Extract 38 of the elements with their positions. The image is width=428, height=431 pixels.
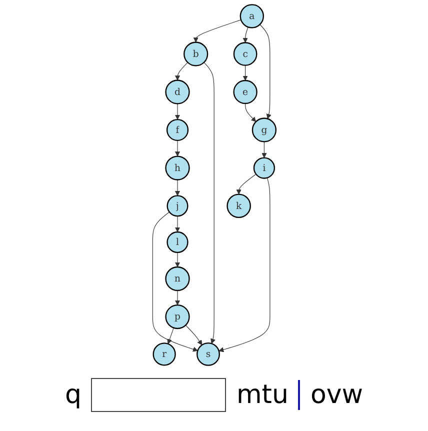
- node-circle: j: [166, 195, 188, 217]
- node-circle: k: [226, 194, 251, 218]
- arrow: [166, 328, 174, 344]
- node-circle: l: [166, 231, 188, 254]
- link-text: ovw: [310, 380, 364, 410]
- arrow: [244, 103, 256, 122]
- node-circle: r: [152, 342, 176, 366]
- node-circle: p: [164, 304, 190, 330]
- arrow: [242, 65, 248, 81]
- node-circle: b: [183, 42, 208, 66]
- node-circle: n: [164, 266, 190, 292]
- node-circle: h: [164, 156, 190, 180]
- node-circle: s: [196, 342, 220, 366]
- node-circle: f: [166, 118, 188, 142]
- arrow: [174, 252, 180, 268]
- arrow: [259, 24, 272, 119]
- arrow: [152, 212, 198, 352]
- arrow: [203, 62, 216, 344]
- arrow: [185, 324, 202, 346]
- arrow: [174, 290, 180, 306]
- node-circle: g: [252, 118, 276, 142]
- arrow: [174, 140, 180, 156]
- arrow: [174, 62, 188, 80]
- arrow: [261, 141, 266, 158]
- link-text: mtu: [236, 380, 288, 410]
- node-circle: e: [232, 80, 258, 104]
- node-circle: c: [233, 42, 257, 66]
- arrow: [174, 179, 180, 196]
- arrow: [174, 216, 180, 232]
- node-circle: d: [164, 80, 190, 104]
- field-label: q: [64, 380, 82, 410]
- node-circle: i: [253, 157, 275, 179]
- arrow: [236, 174, 256, 195]
- node-circle: a: [240, 4, 264, 28]
- arrow: [174, 103, 180, 120]
- arrow: [218, 178, 270, 352]
- arrow: [192, 20, 241, 42]
- arrow: [242, 26, 248, 43]
